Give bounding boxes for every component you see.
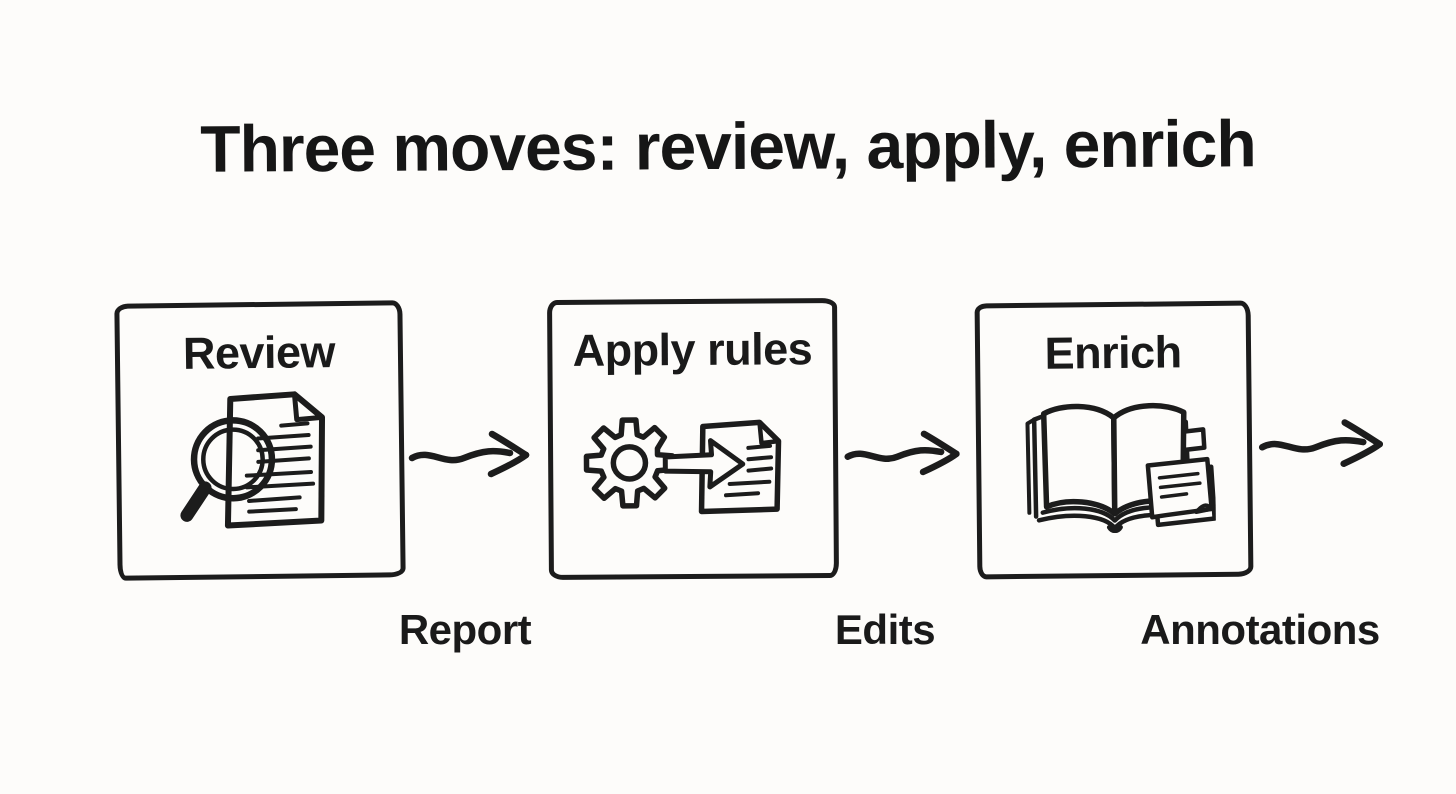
step-box-apply-rules: Apply rules bbox=[547, 297, 839, 581]
magnifier-document-icon bbox=[171, 384, 349, 532]
flow-arrow-review-to-apply bbox=[406, 424, 534, 480]
step-label-enrich: Enrich bbox=[1044, 326, 1182, 379]
flow-arrow-enrich-output bbox=[1256, 410, 1388, 468]
flow-arrow-apply-to-enrich bbox=[842, 423, 964, 479]
open-book-sticky-note-icon bbox=[1012, 390, 1215, 534]
gear-arrow-document-icon bbox=[582, 397, 805, 527]
step-box-review: Review bbox=[114, 300, 406, 581]
diagram-title: Three moves: review, apply, enrich bbox=[200, 106, 1256, 186]
step-label-apply-rules: Apply rules bbox=[572, 323, 813, 376]
step-box-enrich: Enrich bbox=[974, 300, 1254, 580]
flow-label-edits: Edits bbox=[834, 606, 936, 653]
flow-label-report: Report bbox=[398, 606, 532, 653]
flow-label-annotations: Annotations bbox=[1140, 606, 1380, 653]
step-label-review: Review bbox=[182, 326, 336, 379]
